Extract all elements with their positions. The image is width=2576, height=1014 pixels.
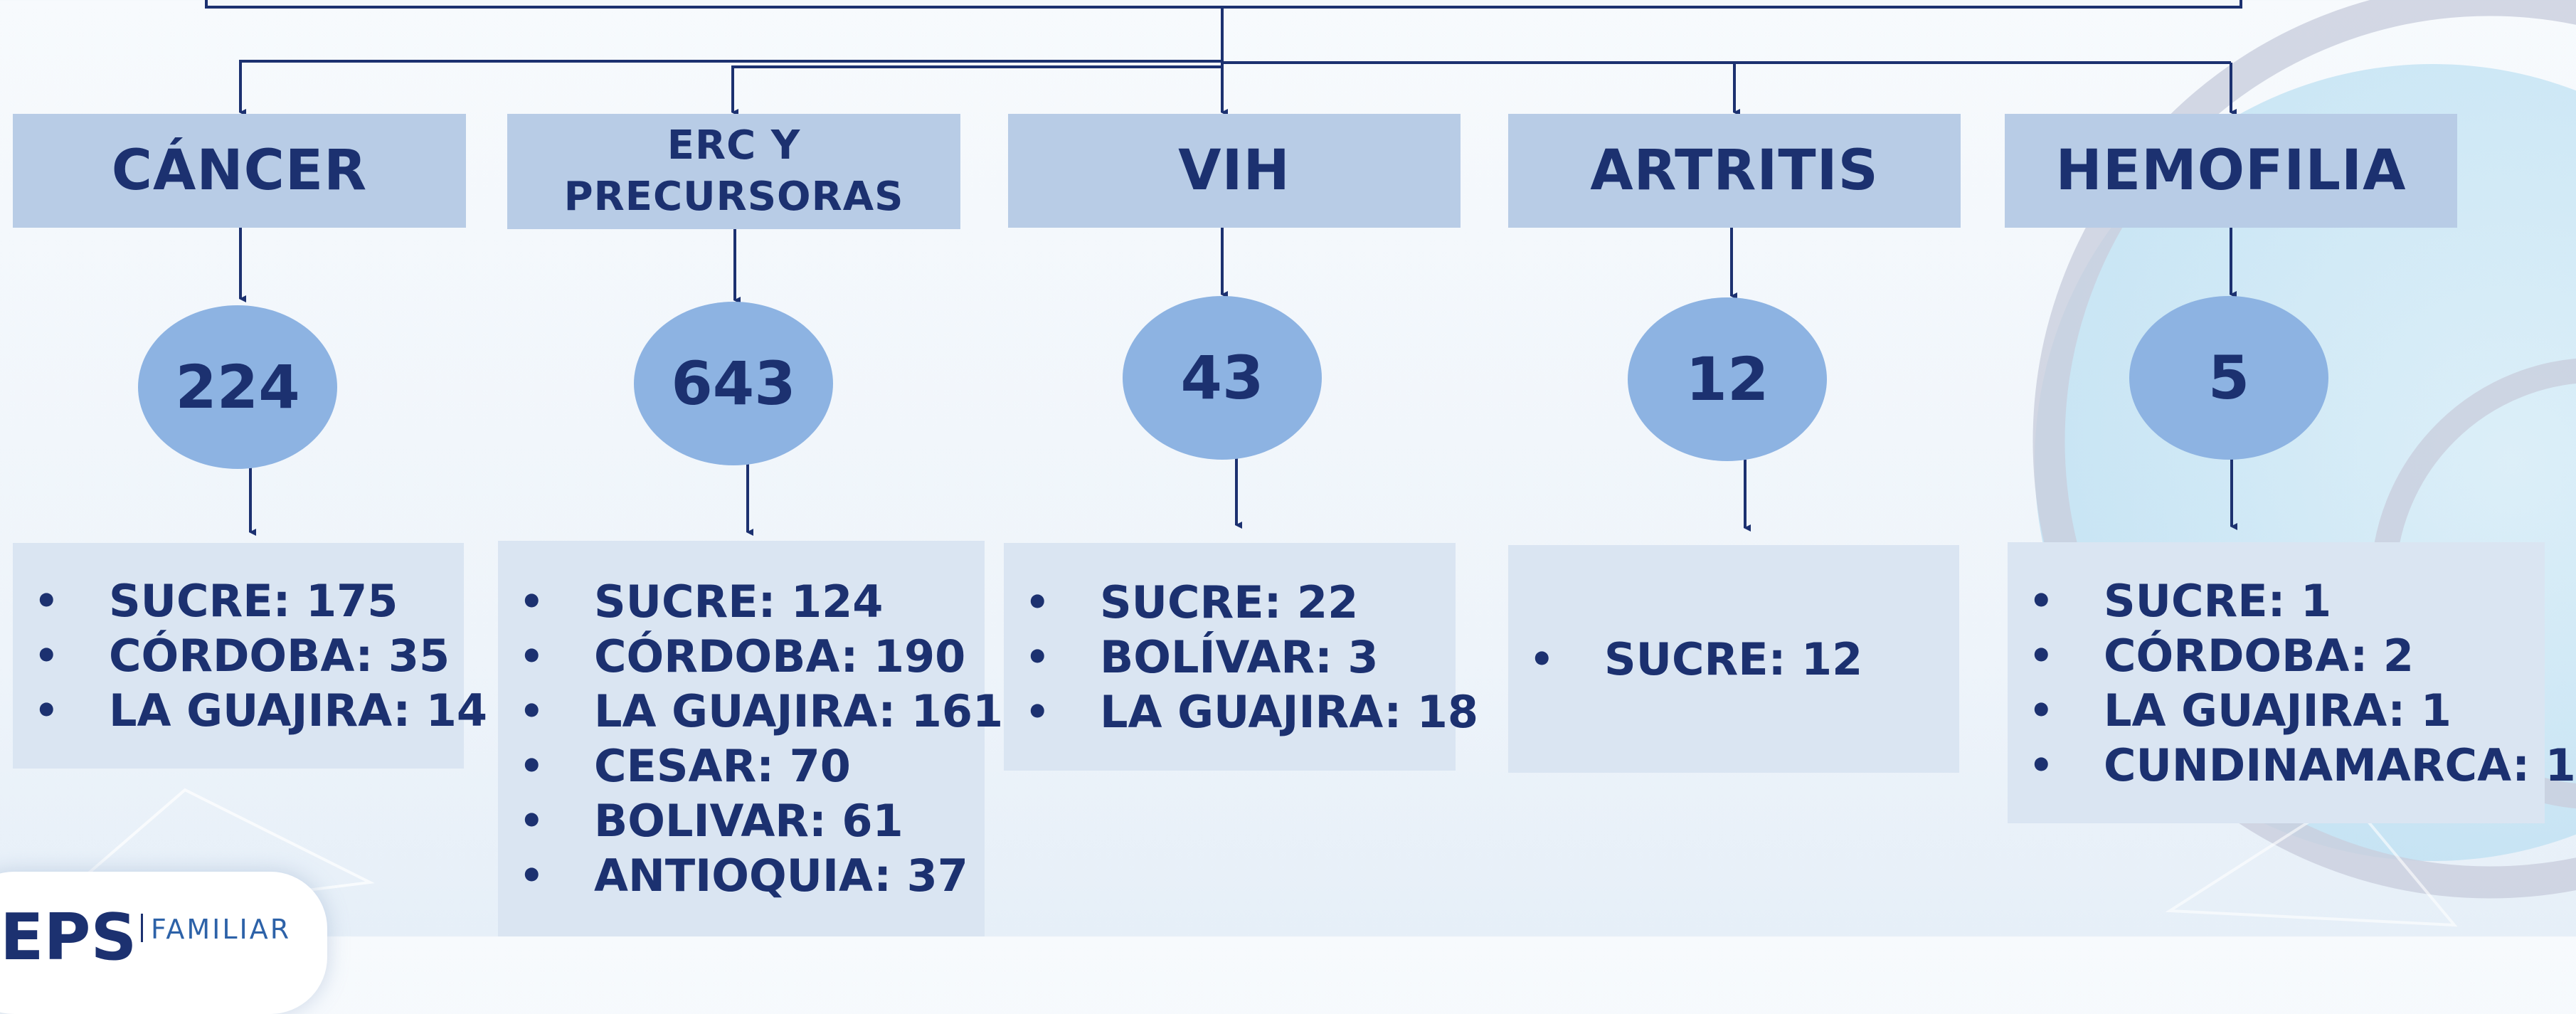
region-item: LA GUAJIRA: 14	[34, 683, 487, 738]
region-list: SUCRE: 22 BOLÍVAR: 3 LA GUAJIRA: 18	[1004, 575, 1478, 739]
region-item: LA GUAJIRA: 18	[1025, 685, 1478, 739]
count-ellipse-erc: 643	[634, 302, 833, 465]
region-item: ANTIOQUIA: 37	[519, 848, 1003, 903]
region-item: CESAR: 70	[519, 739, 1003, 793]
branch-cancer	[239, 60, 1222, 116]
region-item: LA GUAJIRA: 161	[519, 684, 1003, 739]
logo-separator	[141, 914, 143, 942]
category-label: ERC Y PRECURSORAS	[563, 122, 904, 220]
connector-lines	[205, 0, 2242, 536]
logo-eps: EPS	[0, 900, 137, 975]
category-box-hemofilia: HEMOFILIA	[2005, 114, 2457, 228]
count-ellipse-artritis: 12	[1628, 297, 1827, 461]
count-ellipse-hemofilia: 5	[2129, 296, 2328, 460]
region-list: SUCRE: 124 CÓRDOBA: 190 LA GUAJIRA: 161 …	[498, 574, 1003, 903]
branch-erc	[731, 65, 1222, 116]
region-item: CUNDINAMARCA: 1	[2029, 738, 2576, 793]
decor-ring-outer	[2032, 0, 2576, 899]
region-item: SUCRE: 22	[1025, 575, 1478, 630]
header-box	[205, 0, 2242, 9]
region-box-hemofilia: SUCRE: 1 CÓRDOBA: 2 LA GUAJIRA: 1 CUNDIN…	[2008, 542, 2576, 823]
count-ellipse-vih: 43	[1123, 296, 1322, 460]
category-label: CÁNCER	[111, 139, 368, 203]
region-item: LA GUAJIRA: 1	[2029, 683, 2576, 738]
region-item: SUCRE: 124	[519, 574, 1003, 629]
region-item: SUCRE: 1	[2029, 574, 2576, 628]
region-box-artritis: SUCRE: 12	[1508, 545, 1959, 773]
category-box-vih: VIH	[1008, 114, 1461, 228]
count-value: 643	[671, 349, 796, 418]
region-list: SUCRE: 175 CÓRDOBA: 35 LA GUAJIRA: 14	[13, 574, 487, 738]
region-item: CÓRDOBA: 190	[519, 629, 1003, 684]
category-box-artritis: ARTRITIS	[1508, 114, 1961, 228]
region-list: SUCRE: 12	[1508, 632, 1862, 687]
category-label: HEMOFILIA	[2055, 139, 2407, 203]
region-box-vih: SUCRE: 22 BOLÍVAR: 3 LA GUAJIRA: 18	[1004, 543, 1478, 771]
region-box-erc: SUCRE: 124 CÓRDOBA: 190 LA GUAJIRA: 161 …	[498, 541, 1003, 936]
logo-familiar: FAMILIAR	[151, 914, 292, 945]
region-item: SUCRE: 175	[34, 574, 487, 628]
region-item: BOLIVAR: 61	[519, 793, 1003, 848]
count-value: 43	[1180, 343, 1264, 413]
logo-card	[0, 872, 327, 1014]
region-list: SUCRE: 1 CÓRDOBA: 2 LA GUAJIRA: 1 CUNDIN…	[2008, 574, 2576, 793]
count-value: 12	[1685, 344, 1769, 414]
region-item: CÓRDOBA: 35	[34, 628, 487, 683]
region-item: CÓRDOBA: 2	[2029, 628, 2576, 683]
region-item: BOLÍVAR: 3	[1025, 630, 1478, 685]
count-value: 5	[2207, 343, 2250, 413]
category-box-cancer: CÁNCER	[13, 114, 466, 228]
category-label: ARTRITIS	[1590, 139, 1879, 203]
count-ellipse-cancer: 224	[138, 305, 337, 469]
category-label: VIH	[1178, 139, 1290, 203]
region-item: SUCRE: 12	[1530, 632, 1862, 687]
category-box-erc: ERC Y PRECURSORAS	[507, 114, 960, 229]
region-box-cancer: SUCRE: 175 CÓRDOBA: 35 LA GUAJIRA: 14	[13, 543, 487, 769]
count-value: 224	[175, 352, 300, 422]
